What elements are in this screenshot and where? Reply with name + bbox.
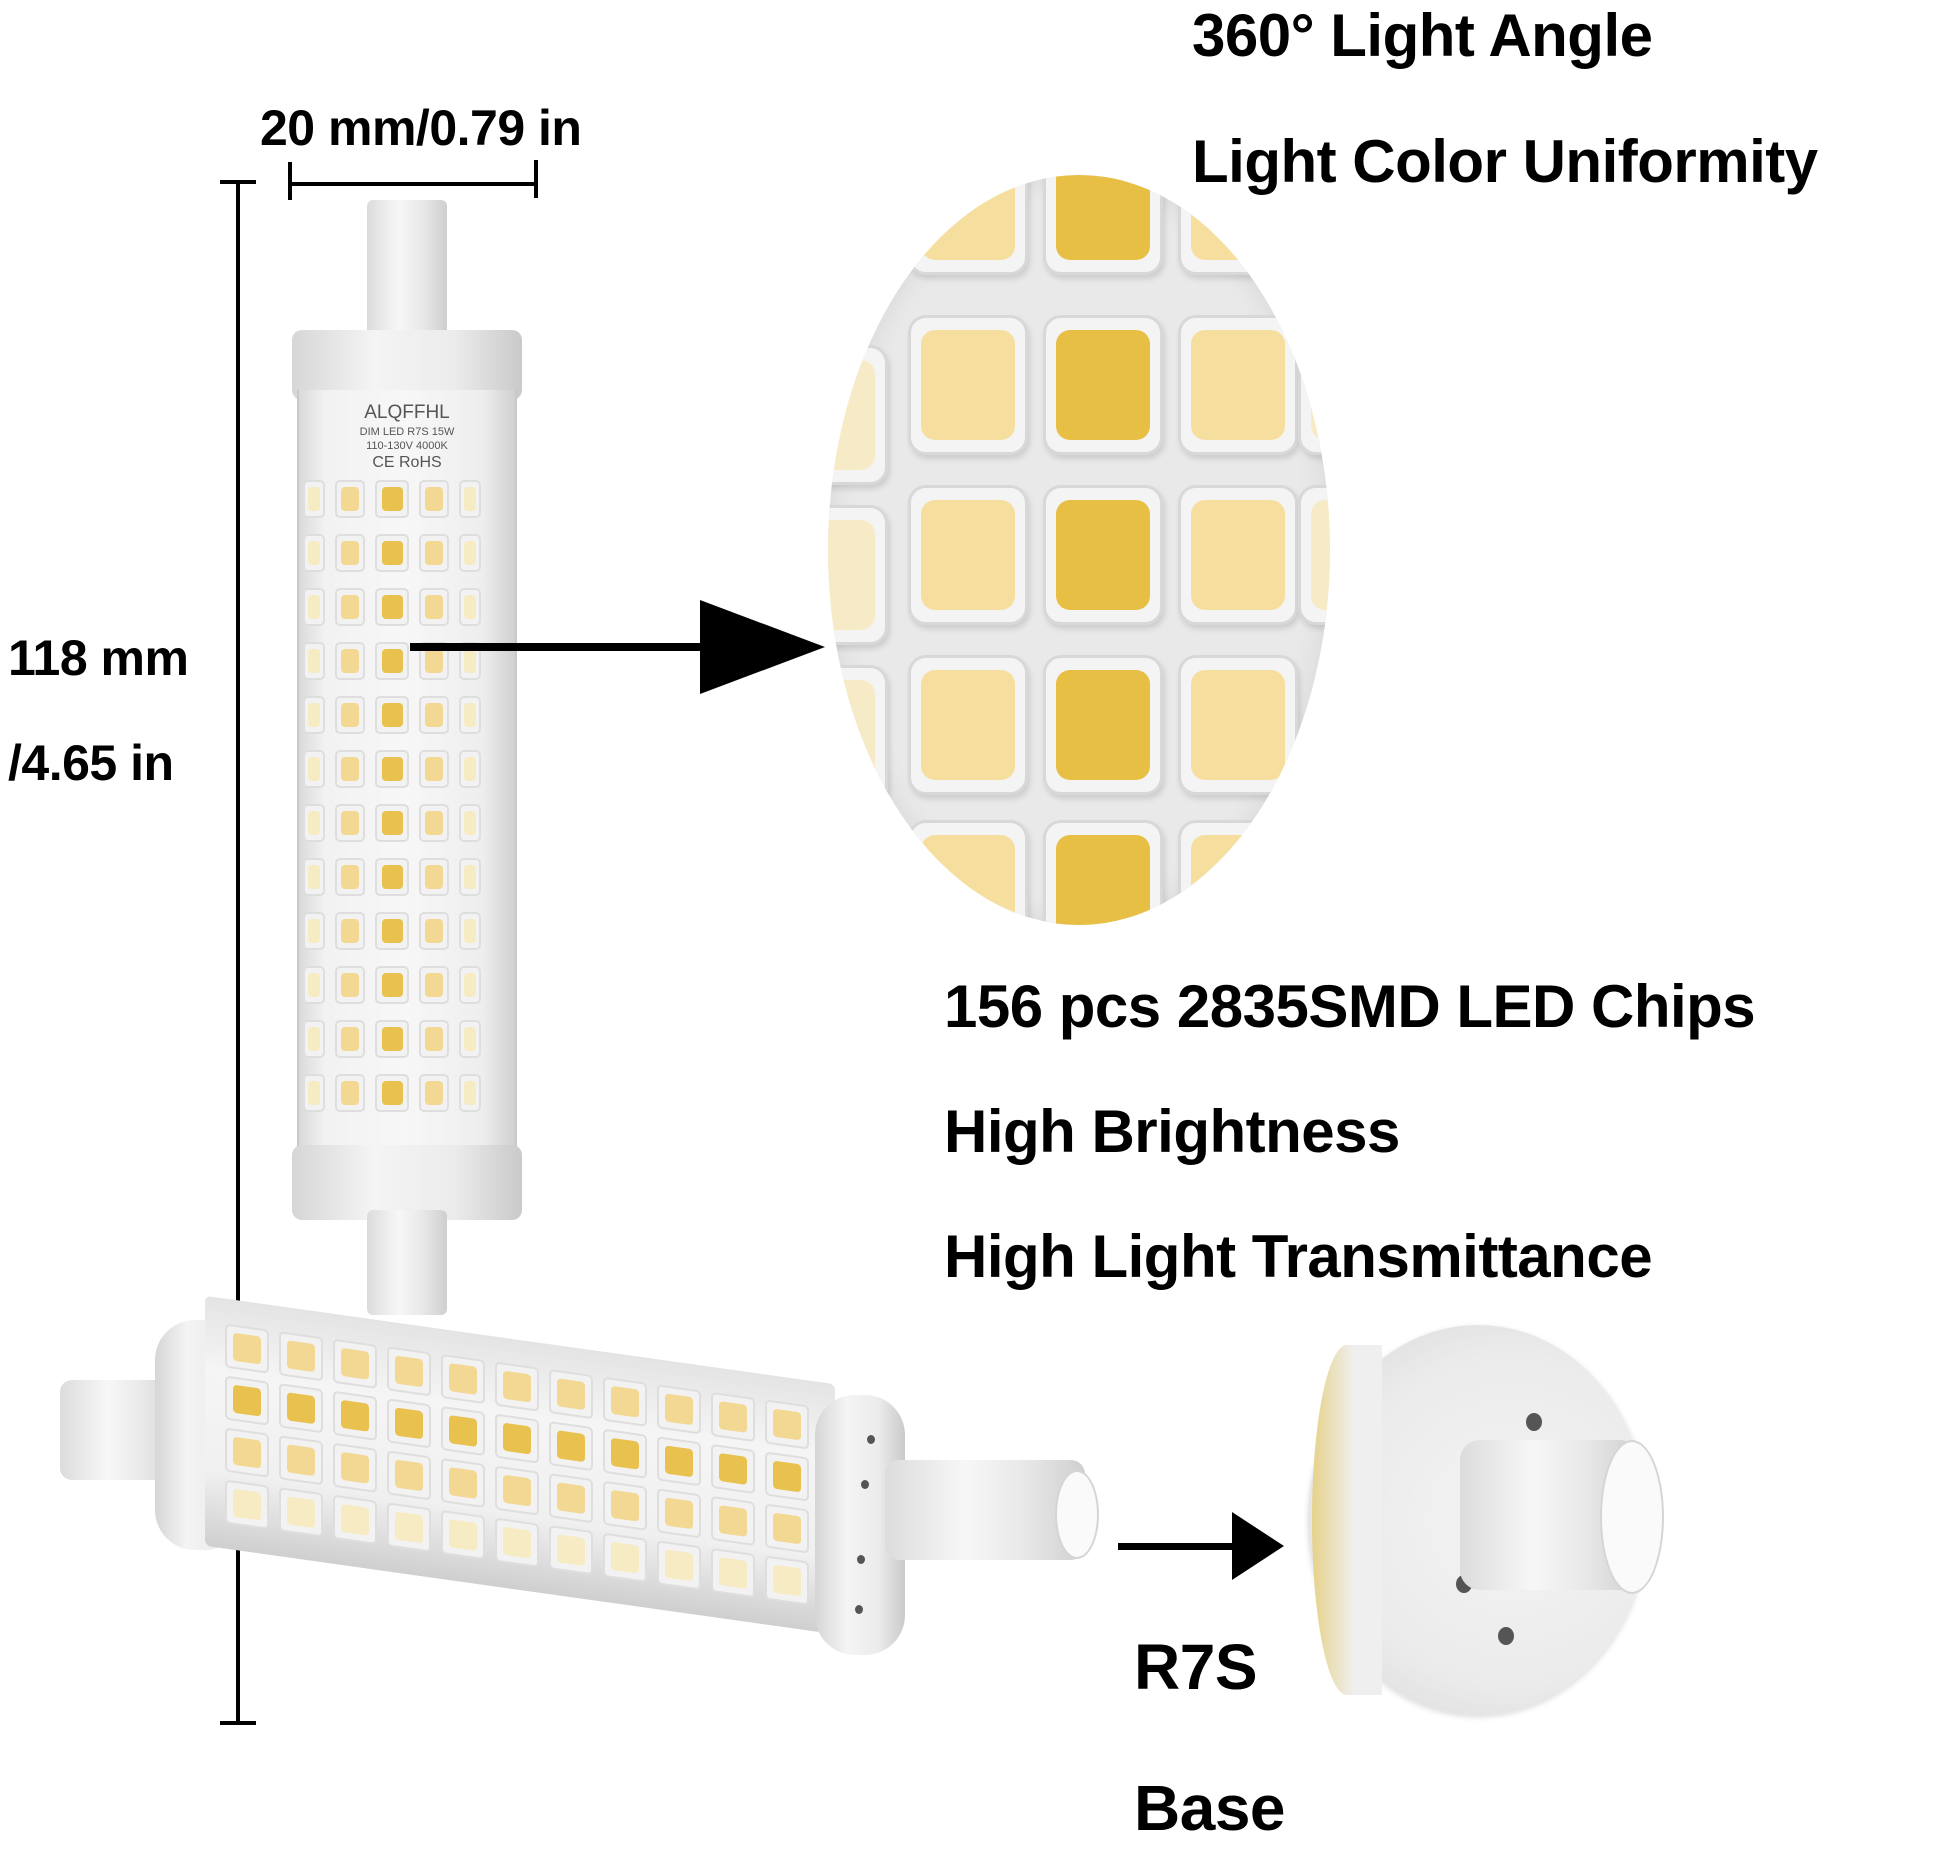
led-closeup-oval [828,175,1330,925]
base-type-label: R7S [1134,1631,1258,1703]
base-arrow-head-icon [1232,1512,1284,1580]
horizontal-bulb-right-pin [885,1460,1085,1560]
base-arrow-shaft [1118,1543,1258,1550]
vertical-bulb-bottom-pin [367,1210,447,1315]
base-hole [1526,1413,1542,1431]
base-closeup-pin-end [1600,1440,1664,1594]
feature-light-angle: 360° Light Angle [1192,2,1653,69]
bulb-cert-label: CE RoHS [372,454,442,471]
horizontal-bulb-led-grid [225,1323,809,1606]
vertical-bulb-led-grid [303,480,481,1112]
vertical-bulb-top-cap [292,330,522,400]
feature-light-transmittance: High Light Transmittance [944,1223,1653,1290]
width-dimension-tick-right [534,160,538,198]
width-dimension-tick-left [288,162,292,200]
horizontal-bulb-pin-end [1055,1470,1099,1559]
bulb-model-label: DIM LED R7S 15W [359,426,455,438]
height-dimension-line [236,180,240,1723]
height-dimension-tick-top [220,180,256,184]
vertical-bulb-top-pin [367,200,447,350]
width-dimension-label: 20 mm/0.79 in [260,100,582,156]
base-word-label: Base [1134,1772,1286,1844]
feature-led-chips: 156 pcs 2835SMD LED Chips [944,973,1756,1040]
horizontal-bulb-image [55,1295,1105,1720]
height-dimension-label-mm: 118 mm [8,630,189,686]
height-dimension-label-in: /4.65 in [8,735,174,791]
horizontal-bulb-tube [205,1295,835,1635]
base-led-ring [1312,1345,1382,1695]
zoom-arrow-head-icon [700,600,825,694]
base-hole [1498,1627,1514,1645]
vertical-bulb-tube: ALQFFHL DIM LED R7S 15W 110-130V 4000K C… [297,390,517,1150]
bulb-brand-label: ALQFFHL [364,402,450,423]
vertical-bulb-bottom-cap [292,1145,522,1220]
zoom-arrow-shaft [410,643,740,651]
vertical-bulb-image: ALQFFHL DIM LED R7S 15W 110-130V 4000K C… [292,200,522,1315]
bulb-rating-label: 110-130V 4000K [366,440,448,452]
height-dimension-tick-bottom [220,1721,256,1725]
feature-high-brightness: High Brightness [944,1098,1400,1165]
width-dimension-line [290,182,536,186]
